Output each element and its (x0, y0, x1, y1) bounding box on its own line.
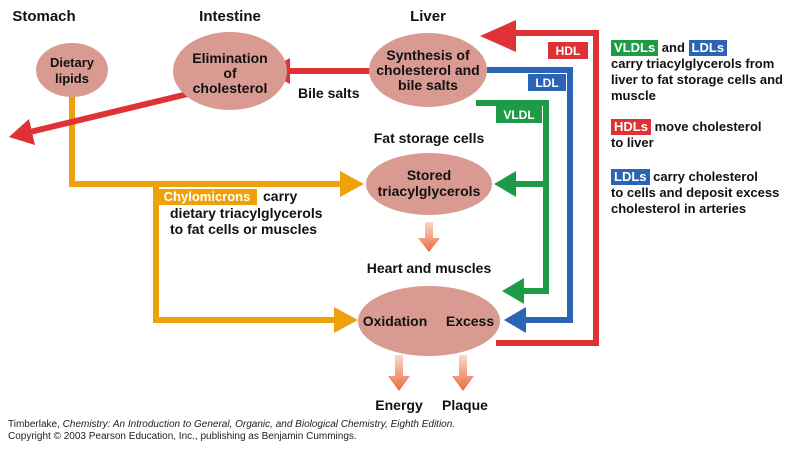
elimination-arrowhead (9, 119, 35, 145)
vldl-arrowhead-muscles (502, 278, 524, 304)
synthesis-line1: Synthesis of (386, 47, 470, 63)
legend-hdl-text2: to liver (611, 135, 654, 150)
fat-storage-label: Fat storage cells (374, 130, 485, 146)
ldl-pathway-line (487, 67, 573, 323)
liver-header: Liver (410, 8, 446, 25)
vldl-pathway-line (476, 100, 549, 294)
legend-ldl-text: carry cholesterol (653, 169, 758, 184)
dietary-lipids-line1: Dietary (50, 55, 95, 70)
chylomicrons-text-line3: to fat cells or muscles (170, 221, 317, 237)
bile-salts-label: Bile salts (298, 85, 360, 101)
legend-vldl-text: carry triacylglycerols from liver to fat… (611, 56, 783, 103)
plaque-arrow (452, 355, 474, 391)
dietary-lipids-line2: lipids (55, 71, 89, 86)
elimination-arrow-line (29, 89, 197, 135)
elimination-line1: Elimination (192, 50, 267, 66)
stored-line2: triacylglycerols (378, 183, 481, 199)
vldl-tag: VLDL (503, 108, 534, 122)
oxidation-label: Oxidation (363, 313, 428, 329)
synthesis-line2: cholesterol and (376, 62, 479, 78)
source-caption: Timberlake, Chemistry: An Introduction t… (8, 419, 455, 443)
legend-ldls-tag: LDLs (688, 40, 728, 56)
caption-title: Chemistry: An Introduction to General, O… (62, 419, 456, 430)
synthesis-node (369, 33, 487, 107)
chylomicron-pathway-line (69, 86, 342, 187)
elimination-line2: of (223, 65, 237, 81)
plaque-label: Plaque (442, 397, 488, 413)
stomach-header: Stomach (12, 8, 75, 25)
chylomicron-branch-line (153, 184, 336, 323)
synthesis-line3: bile salts (398, 77, 458, 93)
chylomicrons-tag: Chylomicrons (164, 189, 251, 204)
caption-copyright: Copyright © 2003 Pearson Education, Inc.… (8, 431, 357, 442)
legend-vldl-ldl: VLDLs and LDLs carry triacylglycerols fr… (611, 40, 797, 104)
legend-ldl: LDLs carry cholesterol to cells and depo… (611, 169, 797, 217)
legend-hdls-tag: HDLs (611, 119, 651, 135)
oxidation-excess-node (358, 286, 500, 356)
legend-and: and (661, 40, 685, 55)
stored-triacylglycerols-node (366, 153, 492, 215)
elimination-line3: cholesterol (193, 80, 268, 96)
hdl-tag: HDL (556, 44, 581, 58)
chylomicron-arrowhead-oxidation (334, 307, 358, 333)
chylomicrons-tag-bg (157, 189, 257, 205)
legend-ldl-text2: to cells and deposit excess cholesterol … (611, 185, 780, 216)
hdl-tag-bg (548, 42, 588, 59)
hdl-pathway-line (496, 30, 599, 346)
vldl-tag-bg (496, 106, 542, 123)
vldl-arrowhead-fat (494, 171, 516, 197)
legend-hdl: HDLs move cholesterol to liver (611, 119, 797, 151)
ldl-arrowhead (504, 307, 526, 333)
energy-label: Energy (375, 397, 423, 413)
legend-vldls-tag: VLDLs (611, 40, 659, 56)
heart-muscles-label: Heart and muscles (367, 260, 492, 276)
stored-line1: Stored (407, 167, 451, 183)
legend-ldls2-tag: LDLs (611, 169, 650, 185)
ldl-tag: LDL (535, 76, 558, 90)
energy-arrow (388, 355, 410, 391)
hdl-arrowhead (480, 20, 516, 52)
elimination-node (173, 32, 287, 110)
ldl-tag-bg (528, 74, 566, 91)
legend-hdl-text: move cholesterol (654, 119, 762, 134)
fat-to-muscle-arrow (418, 222, 440, 252)
chylomicrons-text-line1: carry (263, 188, 297, 204)
caption-authors: Timberlake, (8, 419, 63, 430)
excess-label: Excess (446, 313, 494, 329)
dietary-lipids-node (36, 43, 108, 97)
chylomicrons-text-line2: dietary triacylglycerols (170, 205, 323, 221)
intestine-header: Intestine (199, 8, 261, 25)
caption-line1: Timberlake, Chemistry: An Introduction t… (8, 419, 455, 431)
chylomicron-arrowhead-fat (340, 171, 364, 197)
